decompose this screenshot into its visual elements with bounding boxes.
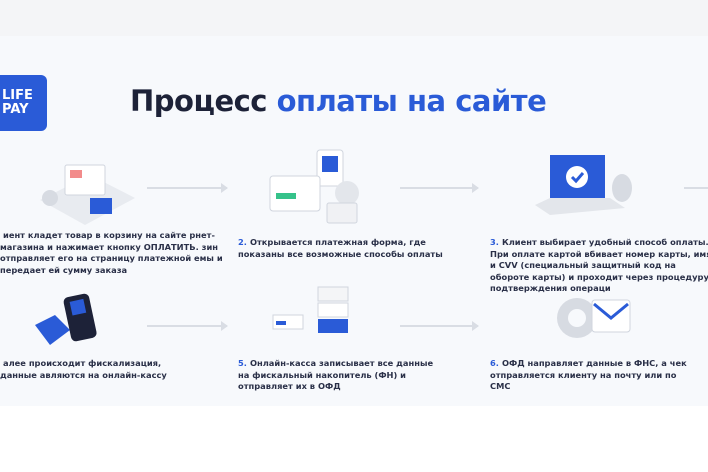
step-text: иент кладет товар в корзину на сайте рне…: [0, 230, 223, 275]
logo-line1: LIFE: [2, 88, 33, 103]
server-icon: [272, 286, 349, 333]
shopping-cart-icon: [40, 164, 135, 225]
step-text: Открывается платежная форма, где показан…: [238, 237, 443, 259]
step-2: 2.Открывается платежная форма, где показ…: [238, 237, 453, 260]
step-text: Клиент выбирает удобный способ оплаты. П…: [490, 237, 708, 293]
step-1: иент кладет товар в корзину на сайте рне…: [0, 230, 225, 276]
step-number: 5.: [238, 358, 247, 368]
step-6: 6.ОФД направляет данные в ФНС, а чек отп…: [490, 358, 690, 393]
title-accent: оплаты на сайте: [276, 84, 547, 118]
arrow-3-next: [684, 187, 708, 189]
step-4: алее происходит фискализация, данные авл…: [0, 358, 185, 381]
arrow-5-6: [400, 321, 479, 331]
step-3: 3.Клиент выбирает удобный способ оплаты.…: [490, 237, 708, 295]
logo-line2: PAY: [2, 102, 29, 117]
gear-mail-icon: [557, 298, 631, 338]
step-5: 5.Онлайн-касса записывает все данные на …: [238, 358, 443, 393]
arrow-4-5: [147, 321, 228, 331]
laptop-check-icon: [535, 155, 632, 215]
step-number: 2.: [238, 237, 247, 247]
step-number: 3.: [490, 237, 499, 247]
step-number: 6.: [490, 358, 499, 368]
title-part1: Процесс: [130, 84, 268, 118]
payment-form-icon: [269, 149, 359, 224]
arrow-1-2: [147, 183, 228, 193]
page-title: Процесс оплаты на сайте: [130, 84, 547, 118]
pos-terminal-icon: [35, 293, 97, 345]
step-text: Онлайн-касса записывает все данные на фи…: [238, 358, 434, 391]
step-text: ОФД направляет данные в ФНС, а чек отпра…: [490, 358, 687, 391]
top-bar: [0, 0, 708, 36]
arrow-2-3: [400, 183, 479, 193]
step-text: алее происходит фискализация, данные авл…: [0, 358, 167, 380]
